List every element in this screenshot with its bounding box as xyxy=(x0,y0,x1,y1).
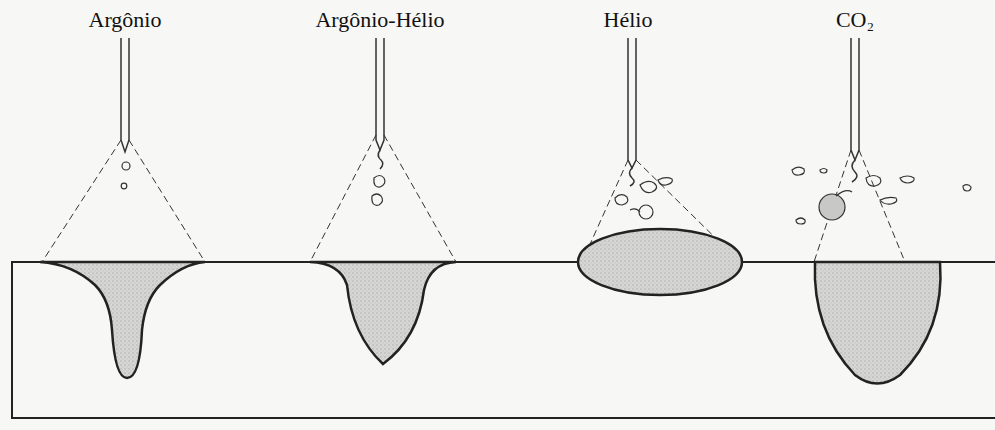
weld-bead xyxy=(310,262,456,364)
gas-label: CO₂ xyxy=(836,8,874,32)
argon-helium-torch xyxy=(310,38,456,262)
weld-bead xyxy=(578,229,742,295)
gas-label: Hélio xyxy=(604,8,653,32)
co2-torch xyxy=(792,38,971,262)
base-plate xyxy=(12,262,995,418)
weld-bead xyxy=(815,262,941,384)
argon-torch xyxy=(42,38,205,262)
gas-label: Argônio xyxy=(89,8,162,32)
weld-bead xyxy=(40,262,205,378)
gas-label: Argônio-Hélio xyxy=(315,8,444,32)
